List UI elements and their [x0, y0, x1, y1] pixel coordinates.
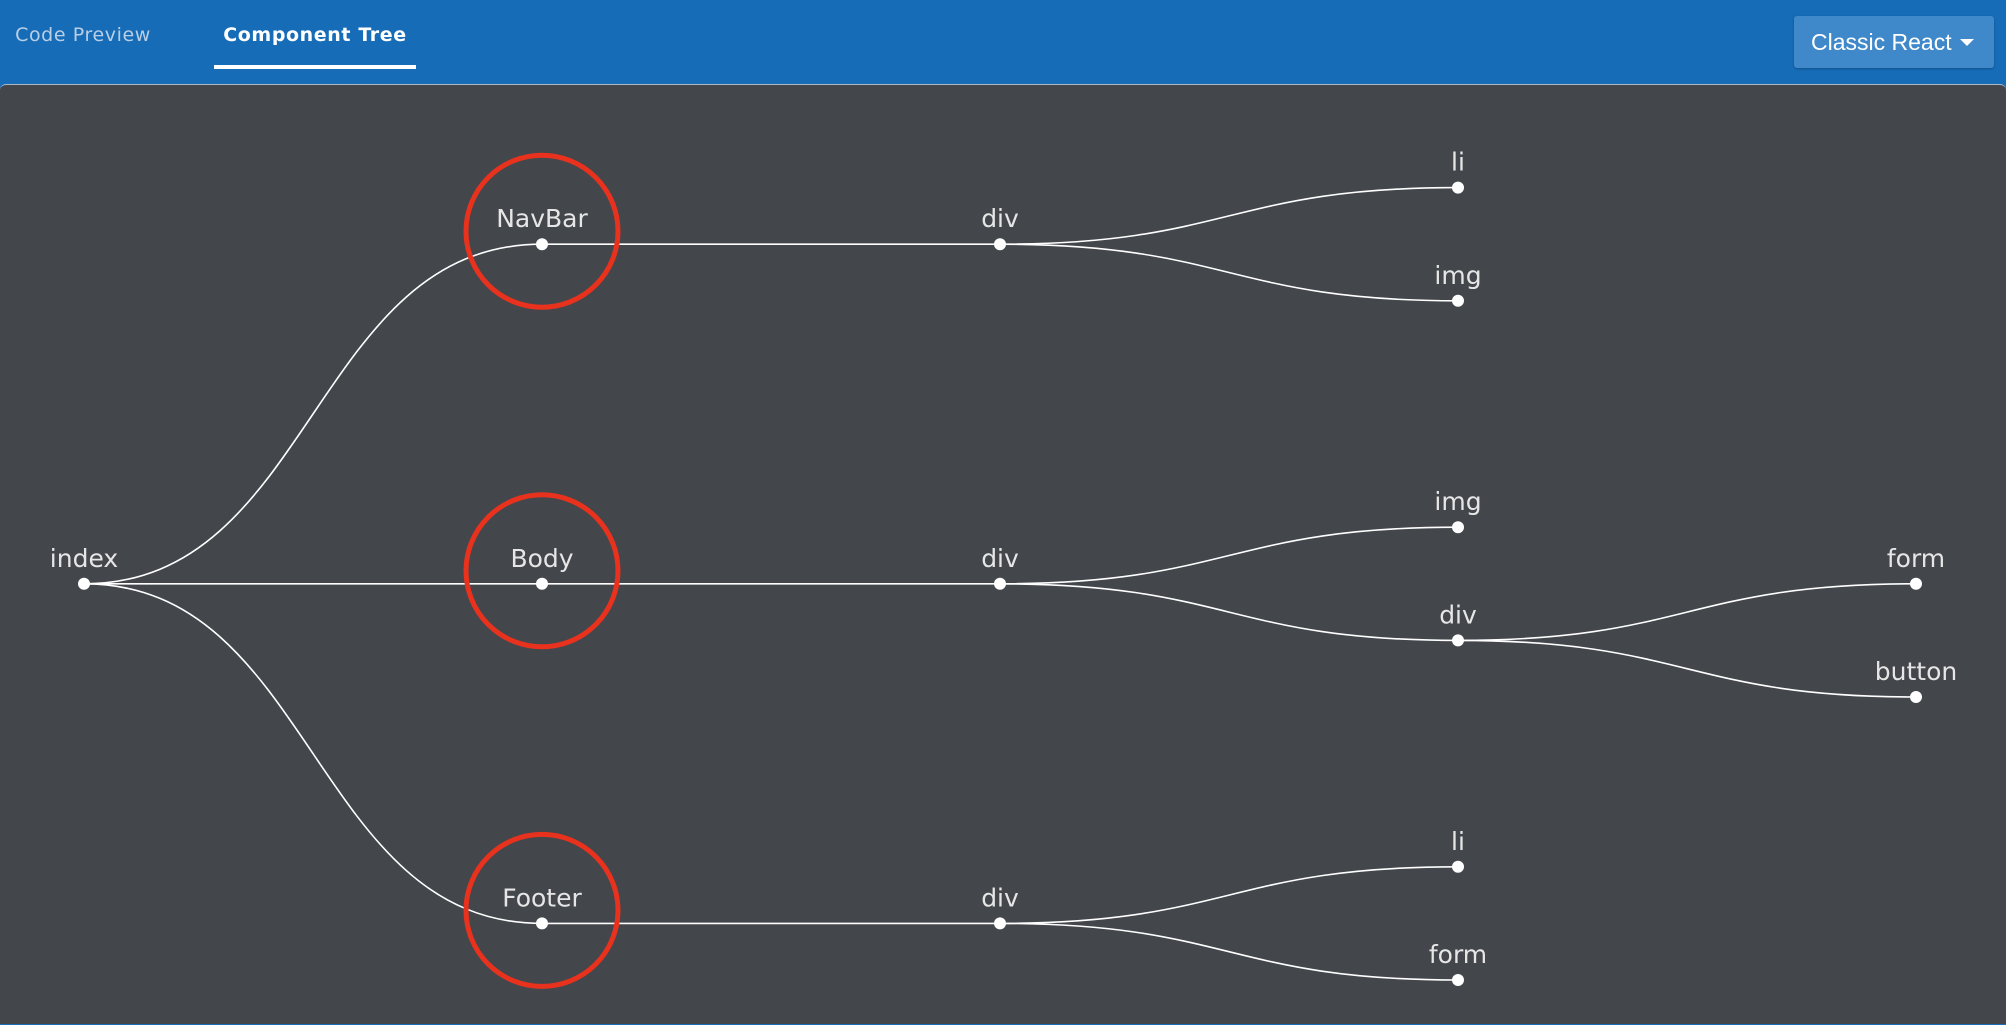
node-dot-navbar-li[interactable]	[1452, 181, 1464, 194]
node-dot-body[interactable]	[536, 577, 548, 590]
node-label-footer: Footer	[502, 883, 582, 912]
active-tab-indicator	[214, 65, 416, 69]
tree-link-navbar	[83, 243, 543, 585]
tree-node-navbar-li[interactable]: li	[1451, 148, 1465, 194]
node-label-body-div-div: div	[1439, 600, 1477, 629]
tree-link-footer	[83, 583, 543, 925]
tree-link-body-div-div	[999, 583, 1459, 642]
tree-node-form[interactable]: form	[1887, 544, 1945, 590]
node-label-body-img: img	[1434, 487, 1481, 516]
node-label-footer-div: div	[981, 883, 1019, 912]
framework-select[interactable]: Classic React	[1794, 16, 1994, 68]
node-dot-body-div[interactable]	[994, 577, 1006, 590]
tree-node-navbar-div[interactable]: div	[981, 204, 1019, 251]
tree-link-button	[1457, 639, 1917, 698]
node-dot-footer-form[interactable]	[1452, 974, 1464, 986]
tree-node-navbar-img[interactable]: img	[1434, 261, 1482, 307]
top-app-bar: Code Preview Component Tree Classic Reac…	[0, 0, 2006, 84]
tree-node-footer-form[interactable]: form	[1429, 940, 1487, 986]
node-label-form: form	[1887, 544, 1945, 573]
tree-node-button[interactable]: button	[1875, 657, 1957, 703]
framework-select-value: Classic React	[1811, 29, 1952, 55]
tab-code-preview[interactable]: Code Preview	[15, 24, 151, 46]
tree-node-body-img[interactable]: img	[1434, 487, 1482, 534]
highlight-circle-body	[463, 492, 621, 650]
node-dot-body-div-div[interactable]	[1452, 634, 1464, 647]
tree-link-navbar-li	[999, 186, 1459, 245]
node-label-navbar-li: li	[1451, 148, 1465, 177]
tab-component-tree[interactable]: Component Tree	[223, 24, 407, 46]
node-dot-footer[interactable]	[536, 917, 548, 930]
tree-node-footer-li[interactable]: li	[1451, 827, 1465, 873]
tree-link-navbar-img	[999, 243, 1459, 302]
tree-link-body-img	[999, 526, 1459, 585]
node-dot-body-img[interactable]	[1452, 521, 1464, 534]
tree-node-footer-div[interactable]: div	[981, 883, 1019, 930]
node-dot-footer-li[interactable]	[1452, 860, 1464, 873]
node-label-footer-li: li	[1451, 827, 1465, 856]
node-dot-navbar-img[interactable]	[1452, 294, 1464, 307]
tree-link-footer-li	[999, 866, 1459, 925]
tree-node-body-div-div[interactable]: div	[1439, 600, 1477, 647]
node-label-navbar-img: img	[1434, 261, 1481, 290]
highlight-circle-footer	[463, 831, 621, 989]
highlight-circle-navbar	[463, 152, 621, 310]
node-label-navbar: NavBar	[496, 204, 588, 233]
caret-down-icon	[1960, 39, 1974, 46]
tree-node-navbar[interactable]: NavBar	[463, 152, 621, 310]
tree-link-form	[1457, 583, 1917, 642]
node-label-navbar-div: div	[981, 204, 1019, 233]
node-dot-button[interactable]	[1910, 691, 1922, 703]
node-dot-navbar[interactable]	[536, 238, 548, 251]
node-dot-form[interactable]	[1910, 577, 1922, 590]
node-label-body: Body	[510, 544, 573, 573]
node-dot-index[interactable]	[78, 577, 90, 590]
node-label-button: button	[1875, 657, 1957, 686]
node-label-body-div: div	[981, 544, 1019, 573]
node-label-footer-form: form	[1429, 940, 1487, 969]
tree-node-footer[interactable]: Footer	[463, 831, 621, 989]
node-label-index: index	[50, 544, 118, 573]
node-dot-navbar-div[interactable]	[994, 238, 1006, 251]
tree-node-body-div[interactable]: div	[981, 544, 1019, 590]
tree-node-body[interactable]: Body	[463, 492, 621, 650]
node-dot-footer-div[interactable]	[994, 917, 1006, 930]
tree-link-footer-form	[999, 922, 1459, 981]
tree-node-index[interactable]: index	[50, 544, 118, 590]
tree-links	[83, 186, 1917, 981]
